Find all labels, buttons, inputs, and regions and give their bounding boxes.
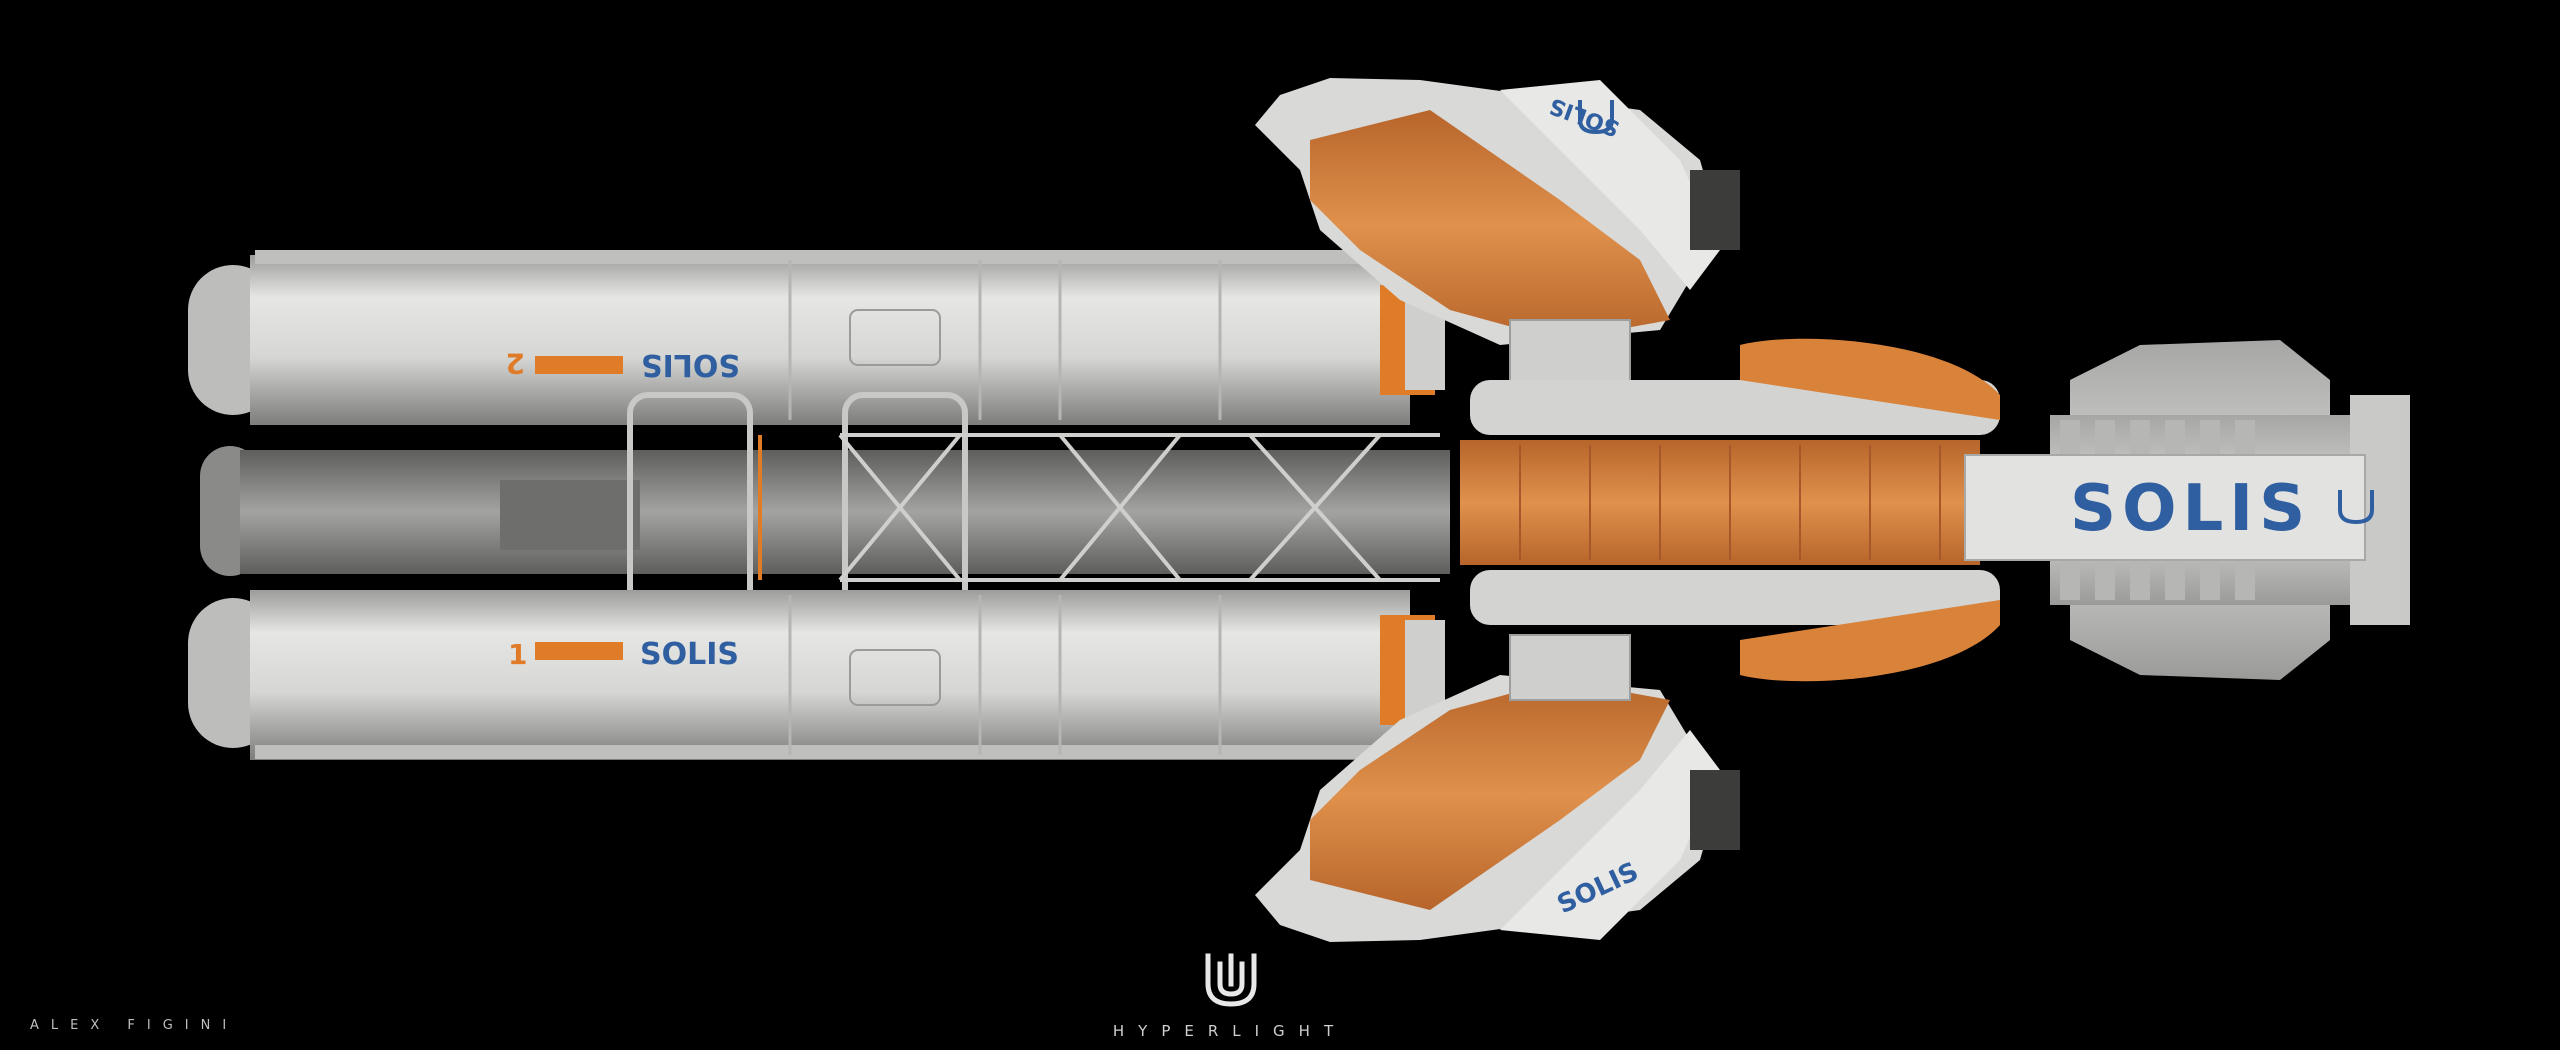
pod-bottom-number: 1	[508, 638, 527, 671]
pod-top-number: 2	[506, 347, 525, 380]
pod-top-solis: SOLIS	[641, 347, 740, 382]
hull-emblem-nose	[2338, 490, 2374, 525]
brand-name: HYPERLIGHT	[1112, 1022, 1348, 1040]
pod-bottom-solis: SOLIS	[640, 637, 739, 672]
hyperlight-logo-icon	[1200, 950, 1262, 1010]
pod-top	[188, 250, 1445, 613]
pod-bottom-decal: 1 SOLIS	[508, 637, 739, 672]
pod-top-decal: 2 SOLIS	[506, 347, 740, 382]
center-fuel-pod	[200, 446, 1450, 576]
wing-bottom	[1255, 634, 1740, 942]
pod-bottom	[188, 590, 1445, 760]
ship-name-decal: SOLIS	[2070, 472, 2311, 546]
center-truss	[758, 433, 1440, 582]
hull-emblem-top	[1578, 100, 1614, 135]
nose-module	[1964, 340, 2410, 680]
wing-top	[1255, 78, 1740, 386]
hull-core	[1460, 338, 2000, 682]
artist-credit: ALEX FIGINI	[30, 1018, 239, 1033]
